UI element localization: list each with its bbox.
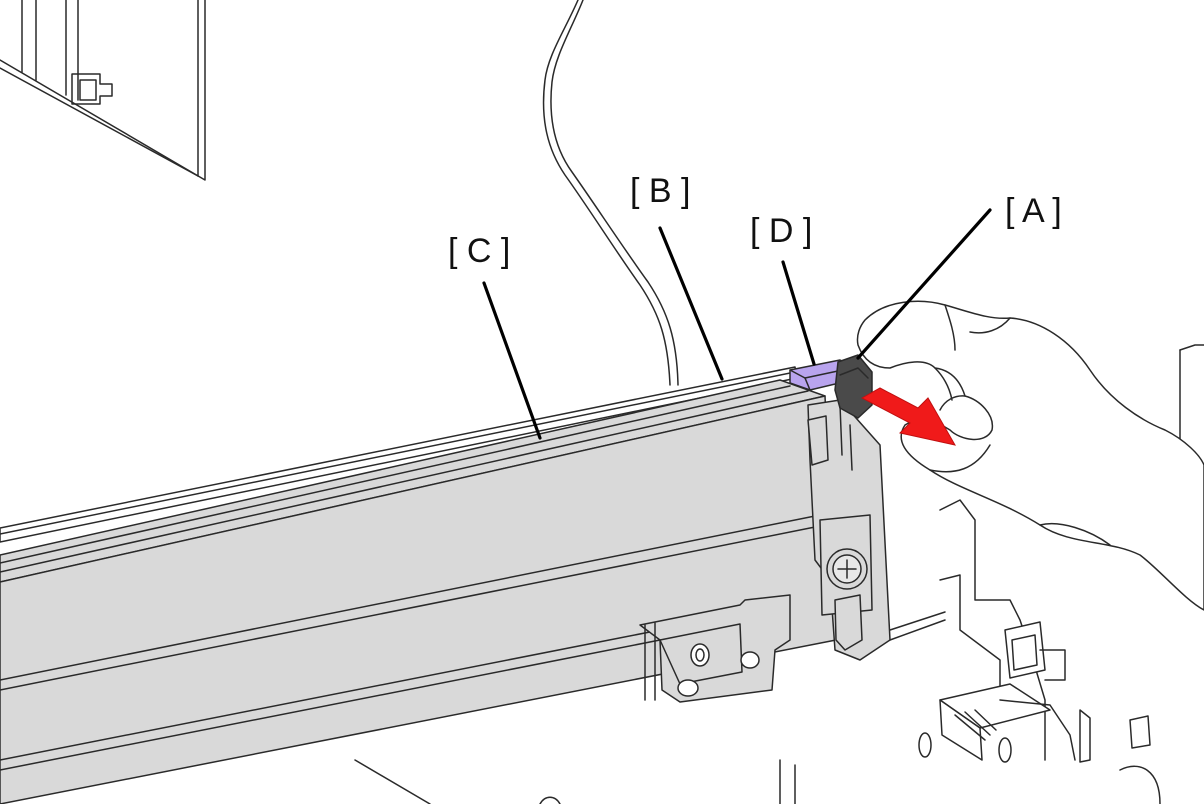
callout-label-b: [ B ] [630, 172, 690, 210]
lever-a [834, 354, 873, 419]
callout-label-a: [ A ] [1005, 192, 1062, 230]
end-plate [807, 399, 891, 661]
unit-body [0, 379, 837, 804]
pull-arrow [860, 387, 956, 446]
connector-upper [1004, 621, 1066, 681]
connector-lower [939, 683, 1076, 761]
frame-bracket [0, 0, 206, 181]
leader-c [482, 281, 542, 440]
callout-label-d: [ D ] [750, 212, 812, 250]
hand [856, 300, 1204, 611]
leader-a [856, 208, 992, 360]
leader-lines [482, 208, 992, 440]
callout-label-c: [ C ] [448, 232, 510, 270]
leader-d [781, 260, 816, 366]
leader-b [658, 226, 724, 381]
cable [542, 0, 679, 386]
